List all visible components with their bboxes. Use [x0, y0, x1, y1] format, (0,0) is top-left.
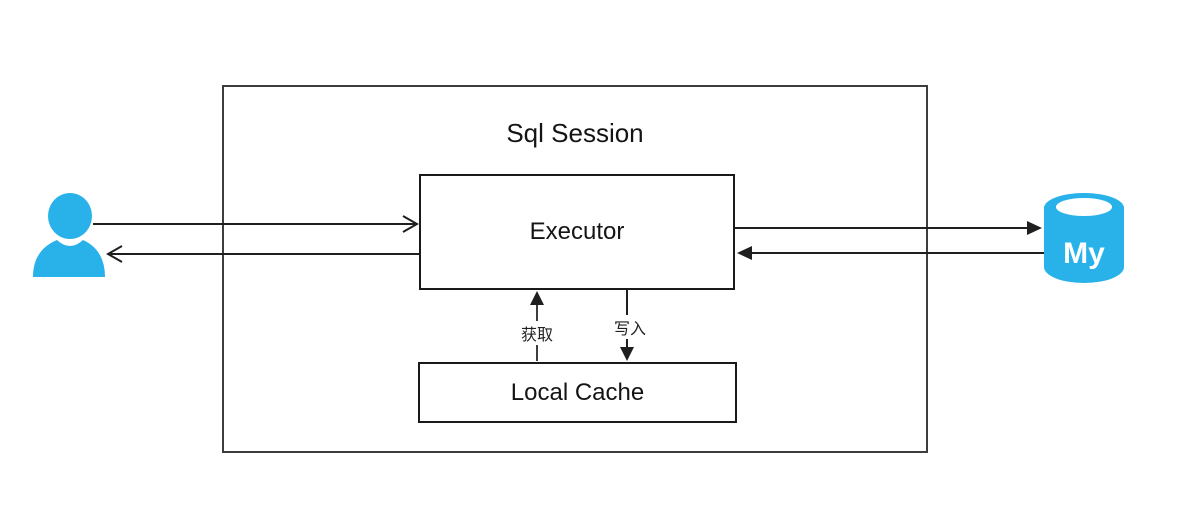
mysql-database-icon: My: [1043, 192, 1125, 289]
arrow-mysql-to-executor: [737, 246, 1046, 260]
executor-label: Executor: [529, 218, 625, 245]
arrow-executor-to-mysql: [735, 221, 1042, 235]
executor-node: Executor: [419, 174, 735, 290]
arrow-executor-to-user: [105, 245, 419, 263]
edge-label-write: 写入: [610, 315, 650, 339]
sql-session-title: Sql Session: [506, 118, 644, 148]
local-cache-label: Local Cache: [510, 378, 645, 406]
user-head: [48, 193, 92, 239]
user-body: [33, 240, 105, 277]
edge-label-fetch: 获取: [517, 321, 557, 345]
sql-session-container: [222, 85, 928, 453]
arrow-user-to-executor: [93, 215, 420, 233]
local-cache-node: Local Cache: [418, 362, 737, 423]
db-opening: [1056, 198, 1112, 216]
db-label: My: [1063, 237, 1105, 270]
user-icon: [30, 193, 108, 284]
db-cylinder-bottom: [1044, 251, 1124, 283]
